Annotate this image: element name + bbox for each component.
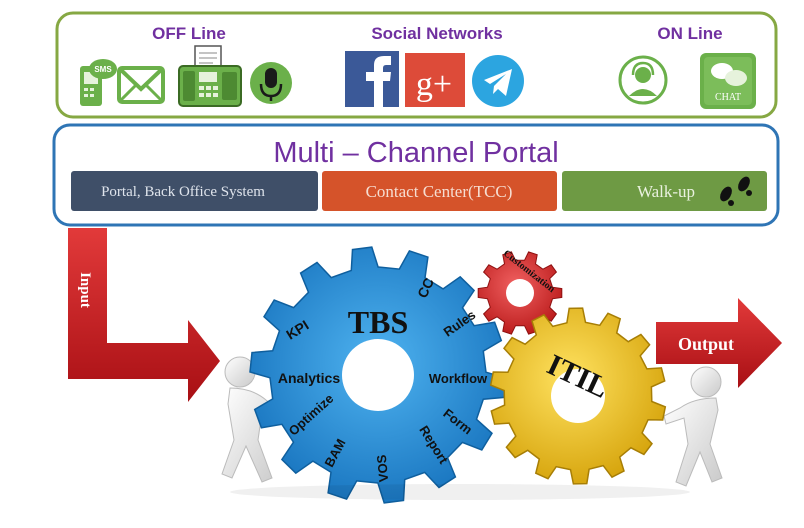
google-plus-icon: g+ <box>405 53 465 107</box>
itil-gear-hub <box>551 369 605 423</box>
online-heading: ON Line <box>657 24 722 43</box>
customization-gear-hub <box>506 279 534 307</box>
social-networks-heading: Social Networks <box>371 24 502 43</box>
portal-item-back-office <box>71 171 318 211</box>
tbs-term-cc: CC <box>414 275 437 300</box>
portal-title: Multi – Channel Portal <box>273 137 558 169</box>
sms-phone-icon: SMS <box>80 59 117 106</box>
portal-item-back-office-label: Portal, Back Office System <box>101 184 265 200</box>
right-figure <box>663 366 723 487</box>
tbs-term-workflow: Workflow <box>429 371 488 386</box>
footprints-icon <box>720 176 752 206</box>
sms-badge: SMS <box>94 65 112 74</box>
portal-item-walk-up-label: Walk-up <box>637 182 695 201</box>
facebook-icon <box>345 51 399 107</box>
chat-icon: CHAT <box>700 53 756 109</box>
support-agent-icon <box>618 55 668 105</box>
telegram-icon <box>472 55 524 107</box>
portal-item-contact-center-label: Contact Center(TCC) <box>366 182 513 201</box>
email-icon <box>117 66 165 104</box>
chat-badge: CHAT <box>715 92 741 103</box>
input-label: Input <box>77 272 93 308</box>
tbs-term-analytics: Analytics <box>278 370 340 386</box>
output-arrow <box>656 298 782 388</box>
google-plus-label: g+ <box>416 66 452 103</box>
portal-item-contact-center <box>322 171 557 211</box>
tbs-term-vos: VOS <box>374 454 391 483</box>
tbs-title: TBS <box>348 304 408 340</box>
ground-shadow <box>230 484 690 500</box>
tbs-gear-hub <box>342 339 414 411</box>
output-label: Output <box>678 334 734 354</box>
fax-icon <box>178 45 242 107</box>
input-arrow <box>68 228 220 402</box>
offline-heading: OFF Line <box>152 24 226 43</box>
portal-item-walk-up <box>562 171 767 211</box>
microphone-icon <box>250 62 292 104</box>
